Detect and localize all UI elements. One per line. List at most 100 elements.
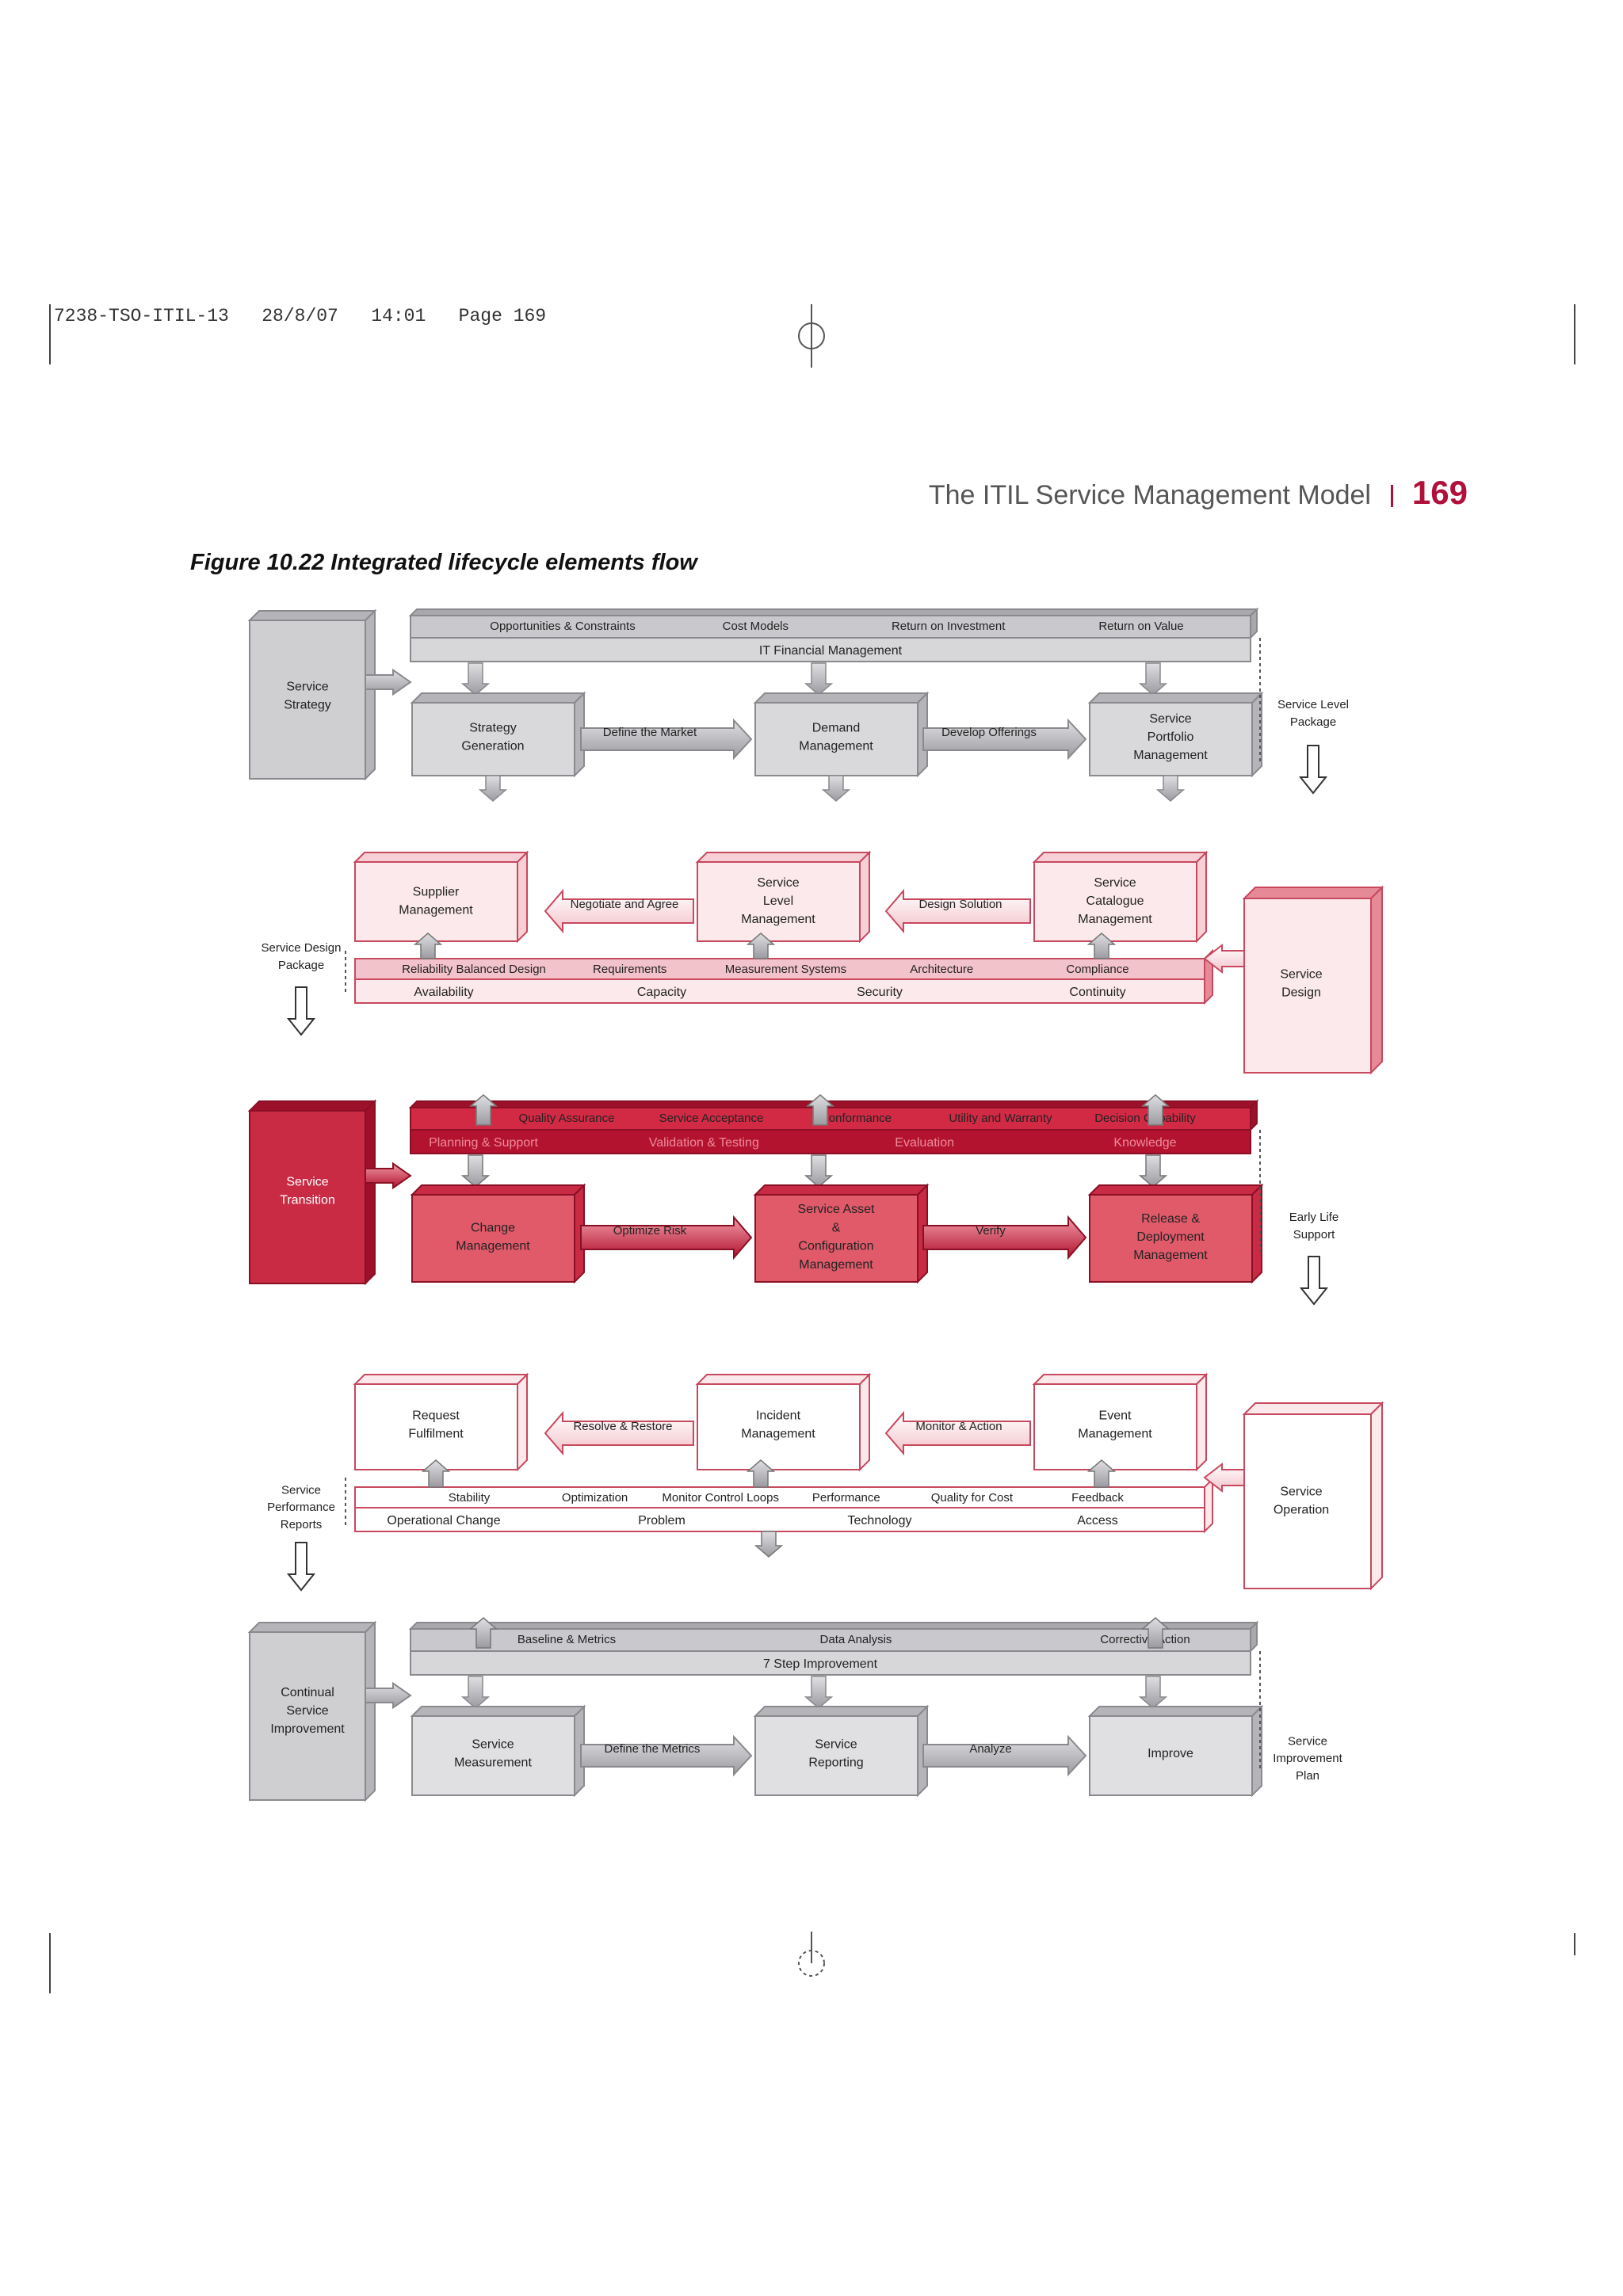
transition-band-top-label-0: Quality Assurance [519, 1112, 615, 1125]
strategy-out-arrow-1 [821, 775, 851, 802]
csi-down-arrow-2 [1138, 1676, 1168, 1709]
design-stage-arrow [1203, 943, 1245, 974]
operation-stage-box-front [1243, 1413, 1372, 1589]
design-up-arrow-2 [1086, 933, 1117, 959]
design-process-box-1 [695, 850, 872, 944]
csi-stage-box-front [249, 1631, 366, 1801]
design-band-main-label-0: Availability [414, 986, 473, 999]
design-process-box-0-top [353, 852, 529, 863]
operation-process-box-1 [695, 1372, 872, 1472]
csi-link-label-0: Define the Metrics [605, 1742, 701, 1756]
csi-process-label-2: Improve [1148, 1747, 1193, 1760]
operation-process-box-1-side [859, 1372, 870, 1472]
operation-link-arrow-1 [884, 1410, 1031, 1456]
csi-process-box-2-side [1251, 1704, 1262, 1798]
print-slug: 7238-TSO-ITIL-13 28/8/07 14:01 Page 169 [54, 306, 547, 326]
transition-process-box-1-top [753, 1184, 930, 1196]
operation-band-top-label-0: Stability [449, 1491, 491, 1505]
operation-process-box-0-side [517, 1372, 528, 1472]
transition-down-arrow-1 [804, 1154, 834, 1188]
csi-down-arrow-1 [804, 1676, 834, 1709]
csi-link-label-1: Analyze [969, 1742, 1011, 1756]
operation-process-box-2-top [1032, 1374, 1209, 1385]
transition-band-top-label-3: Utility and Warranty [949, 1112, 1052, 1125]
header-divider [1391, 485, 1393, 507]
strategy-link-label-0: Define the Market [603, 726, 697, 739]
csi-link-arrow-1 [922, 1734, 1087, 1777]
strategy-band-top-side [1250, 607, 1258, 640]
strategy-output-arrow [1298, 745, 1328, 795]
design-link-label-1: Design Solution [918, 898, 1002, 911]
crop-mark-left-top [49, 304, 51, 364]
csi-process-box-1-top [753, 1706, 930, 1717]
csi-stage-box-side [365, 1620, 376, 1802]
design-band-top-label-4: Compliance [1066, 963, 1128, 976]
strategy-link-label-1: Develop Offerings [941, 726, 1037, 739]
csi-band-top-top [408, 1622, 1259, 1630]
strategy-band-top-label-3: Return on Value [1098, 620, 1183, 633]
operation-band-side [1204, 1477, 1213, 1534]
design-process-box-2-front [1033, 861, 1197, 942]
csi-stage-arrow [365, 1681, 412, 1710]
figure-title: Figure 10.22 Integrated lifecycle elemen… [190, 550, 697, 575]
strategy-stage-box [247, 608, 377, 781]
transition-up-arrow-0 [468, 1094, 498, 1126]
transition-band-main-label-2: Evaluation [895, 1136, 954, 1150]
strategy-stage-box-top [247, 610, 377, 621]
csi-band-top-label-1: Data Analysis [820, 1633, 892, 1646]
operation-up-arrow-2 [1086, 1459, 1117, 1488]
csi-process-box-0-front [411, 1715, 575, 1796]
operation-link-label-0: Resolve & Restore [573, 1420, 672, 1433]
csi-process-box-1 [753, 1704, 930, 1798]
csi-band-top-side [1250, 1620, 1258, 1653]
transition-process-box-1-front [754, 1194, 918, 1283]
csi-band-top-label-2: Corrective Action [1100, 1633, 1190, 1646]
operation-stage-box [1242, 1401, 1384, 1591]
transition-process-box-1 [753, 1183, 930, 1284]
transition-output-arrow [1299, 1256, 1329, 1306]
transition-down-arrow-2 [1138, 1154, 1168, 1188]
csi-band-main [410, 1650, 1251, 1676]
design-stage-box-top [1242, 887, 1384, 899]
transition-band-top-label-4: Decision Capability [1094, 1112, 1196, 1125]
design-band-top-label-0: Reliability Balanced Design [402, 963, 546, 976]
operation-process-box-1-front [697, 1383, 861, 1470]
strategy-down-arrow-0 [460, 662, 491, 696]
strategy-stage-arrow [365, 668, 412, 696]
operation-process-box-0 [353, 1372, 529, 1472]
transition-link-arrow-0 [580, 1215, 753, 1261]
strategy-link-arrow-0 [580, 718, 753, 761]
transition-stage-arrow [365, 1161, 412, 1190]
strategy-band-top-top [408, 608, 1259, 616]
operation-band-top-label-2: Monitor Control Loops [662, 1491, 779, 1505]
design-process-box-2-top [1032, 852, 1209, 863]
design-stage-box [1242, 885, 1384, 1075]
transition-up-arrow-1 [805, 1094, 835, 1126]
transition-band-top [408, 1099, 1259, 1132]
transition-band-main [410, 1129, 1251, 1154]
design-process-box-2 [1032, 850, 1209, 944]
operation-process-box-1-top [695, 1374, 872, 1385]
transition-link-label-1: Verify [976, 1224, 1006, 1238]
operation-band-top-label-3: Performance [812, 1491, 880, 1505]
operation-out-arrow [754, 1531, 784, 1558]
design-up-arrow-1 [746, 933, 776, 959]
operation-link-arrow-0 [544, 1410, 694, 1456]
strategy-process-box-1-front [754, 702, 918, 776]
transition-process-box-2 [1087, 1183, 1264, 1284]
design-band-main-label-1: Capacity [637, 986, 686, 999]
registration-mark-bottom [798, 1932, 825, 1977]
transition-band-top-label-1: Service Acceptance [659, 1112, 764, 1125]
design-band-main-label-3: Continuity [1069, 986, 1125, 999]
design-output-arrow [286, 986, 316, 1036]
csi-process-box-1-front [754, 1715, 918, 1796]
